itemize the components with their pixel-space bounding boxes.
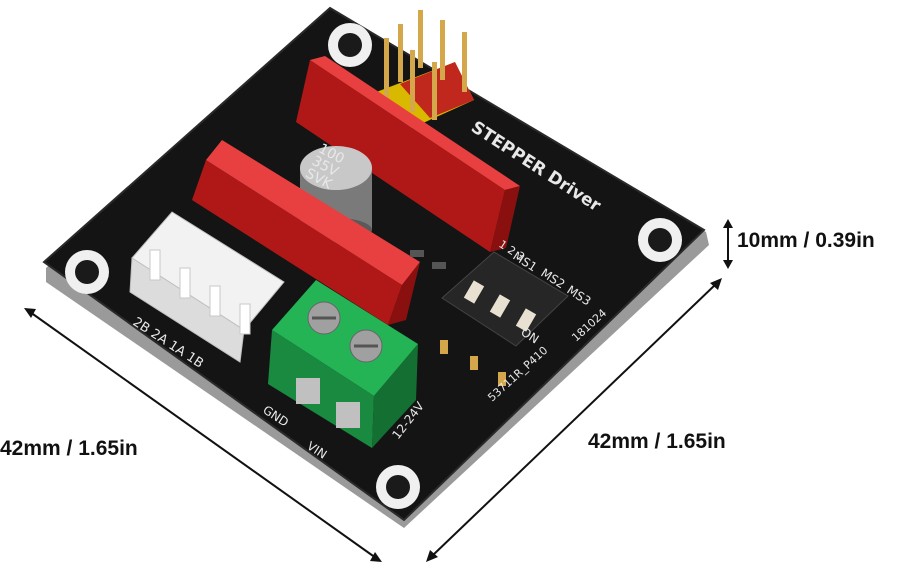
white-motor-connector: [129, 211, 285, 363]
height-dimension-arrow: [723, 219, 733, 269]
mounting-hole: [638, 218, 682, 262]
dip-switch: [440, 251, 569, 386]
red-female-header: [296, 56, 520, 252]
smd-resistor: [410, 250, 424, 257]
red-female-header: [192, 140, 420, 325]
width-dimension-label: 42mm / 1.65in: [588, 430, 726, 453]
width-dimension-arrow: [426, 278, 722, 562]
depth-dimension-label: 42mm / 1.65in: [0, 437, 138, 460]
depth-dimension-arrow: [24, 308, 382, 562]
mounting-hole: [376, 465, 420, 509]
pin-header: [366, 10, 474, 128]
mounting-hole: [65, 250, 109, 294]
height-dimension-label: 10mm / 0.39in: [737, 229, 875, 252]
mounting-hole: [328, 23, 372, 67]
green-terminal-block: [268, 280, 418, 448]
smd-resistor: [432, 262, 446, 269]
